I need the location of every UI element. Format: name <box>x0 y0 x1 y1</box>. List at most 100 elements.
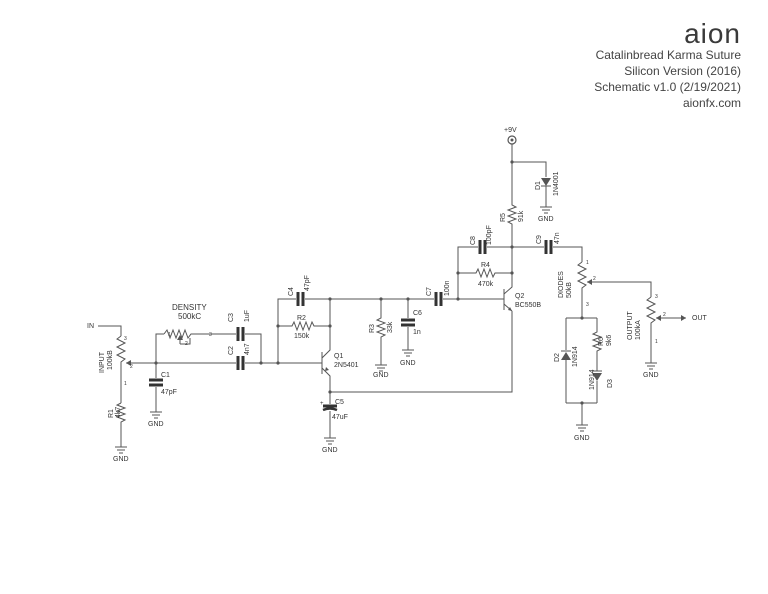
r2-value: 150k <box>294 333 310 340</box>
project-title: Catalinbread Karma Suture <box>595 48 741 62</box>
input-pot-value: 100kB <box>107 350 114 370</box>
r6-value: 9k6 <box>606 335 613 346</box>
c4-name: C4 <box>288 287 295 296</box>
c2-value: 4n7 <box>244 343 251 355</box>
c9-value: 47n <box>554 232 561 244</box>
schematic-version: Schematic v1.0 (2/19/2021) <box>594 80 741 94</box>
gnd-label: GND <box>148 421 164 428</box>
c4-value: 47pF <box>304 275 311 291</box>
input-pot-pin3: 3 <box>124 336 127 342</box>
input-pot: 3 2 1 INPUT 100kB <box>99 335 133 387</box>
output-section: 1 2 3 DIODES 50kB D2 1N914 R6 9k6 D3 <box>554 260 708 442</box>
input-pot-name: INPUT <box>99 351 106 373</box>
d2-diode: D2 1N914 <box>554 318 579 403</box>
r2-name: R2 <box>297 315 306 322</box>
q1-value: 2N5401 <box>334 362 359 369</box>
d1-name: D1 <box>535 181 542 190</box>
r2-resistor: R2 150k <box>278 315 330 340</box>
c5-value: 47uF <box>332 414 348 421</box>
r6-name: R6 <box>598 337 605 346</box>
input-section: IN 3 2 1 INPUT 100kB R1 4k7 GND <box>87 323 177 463</box>
output-pin3: 3 <box>655 294 658 300</box>
c3-capacitor: C3 1uF <box>204 310 262 363</box>
diodes-pin2: 2 <box>593 276 596 282</box>
density-section: DENSITY 500kC 1 2 3 C3 1uF C2 4n7 <box>155 303 316 370</box>
r6-resistor: R6 9k6 <box>591 318 613 371</box>
c8-capacitor: C8 100pF <box>470 225 512 254</box>
c4-capacitor: C4 47pF <box>288 275 330 306</box>
website-link[interactable]: aionfx.com <box>682 96 741 110</box>
output-name: OUTPUT <box>627 311 634 341</box>
density-pot: DENSITY 500kC 1 2 3 <box>163 303 212 347</box>
d1-diode: D1 1N4001 GND <box>512 161 560 223</box>
output-pin2: 2 <box>663 312 666 318</box>
out-label: OUT <box>692 315 708 322</box>
r5-value: 91k <box>518 210 525 222</box>
input-pot-pin1: 1 <box>124 381 127 387</box>
c3-value: 1uF <box>244 310 251 322</box>
r4-resistor: R4 470k <box>458 262 512 288</box>
c9-capacitor: C9 47n <box>536 232 583 262</box>
version-text: Silicon Version (2016) <box>624 64 741 78</box>
q2-value: BC550B <box>515 302 541 309</box>
diodes-pot: 1 2 3 DIODES 50kB <box>558 260 596 318</box>
r5-name: R5 <box>500 213 507 222</box>
diodes-value: 50kB <box>566 282 573 298</box>
input-pot-pin2: 2 <box>130 364 133 370</box>
c7-name: C7 <box>426 287 433 296</box>
r3-resistor: R3 33k GND <box>369 299 394 379</box>
r1-resistor: R1 4k7 <box>108 402 127 447</box>
q2-stage: C8 100pF R4 470k Q2 BC550B R5 91k <box>456 127 583 312</box>
c7-value: 100n <box>444 280 451 296</box>
d3-value: 1N914 <box>589 369 596 390</box>
c2-name: C2 <box>228 346 235 355</box>
diodes-name: DIODES <box>558 271 565 298</box>
in-label: IN <box>87 323 94 330</box>
aion-logo: aion <box>684 18 741 49</box>
q1-transistor: Q1 2N5401 <box>316 299 359 392</box>
gnd-label: GND <box>373 372 389 379</box>
c1-name: C1 <box>161 372 170 379</box>
q1-name: Q1 <box>334 353 343 360</box>
vcc-terminal: +9V <box>504 127 517 145</box>
diodes-pin1: 1 <box>586 260 589 266</box>
r4-value: 470k <box>478 281 494 288</box>
output-value: 100kA <box>635 320 642 340</box>
c6-capacitor: C6 1n GND <box>400 299 422 367</box>
c8-name: C8 <box>470 236 477 245</box>
output-pot: 3 2 1 OUTPUT 100kA GND <box>627 294 666 379</box>
r1-value: 4k7 <box>115 407 122 418</box>
r4-name: R4 <box>481 262 490 269</box>
d3-diode: D3 1N914 <box>589 369 614 403</box>
density-value: 500kC <box>178 312 201 321</box>
c5-capacitor: + C5 47uF GND <box>320 392 348 454</box>
r3-name: R3 <box>369 324 376 333</box>
gnd-symbol: GND <box>113 446 129 463</box>
svg-text:+: + <box>320 401 324 407</box>
mid-section: R3 33k GND C6 1n GND C7 100n <box>330 280 500 379</box>
c1-capacitor: C1 47pF GND <box>148 363 177 428</box>
d3-name: D3 <box>607 379 614 388</box>
gnd-label: GND <box>538 216 554 223</box>
vcc-label: +9V <box>504 127 517 134</box>
q2-name: Q2 <box>515 293 524 300</box>
q2-transistor: Q2 BC550B <box>500 247 541 312</box>
output-pin1: 1 <box>655 339 658 345</box>
r1-name: R1 <box>108 409 115 418</box>
diodes-pin3: 3 <box>586 302 589 308</box>
gnd-label: GND <box>322 447 338 454</box>
c7-capacitor: C7 100n <box>426 280 500 306</box>
c9-name: C9 <box>536 235 543 244</box>
d2-name: D2 <box>554 353 561 362</box>
density-name: DENSITY <box>172 303 207 312</box>
c1-value: 47pF <box>161 389 177 396</box>
gnd-label: GND <box>643 372 659 379</box>
d1-value: 1N4001 <box>553 171 560 196</box>
density-pin2: 2 <box>185 341 188 347</box>
c8-value: 100pF <box>486 225 493 245</box>
density-pin3: 3 <box>209 332 212 338</box>
c6-name: C6 <box>413 310 422 317</box>
c6-value: 1n <box>413 329 421 336</box>
c2-capacitor: C2 4n7 <box>156 343 316 370</box>
